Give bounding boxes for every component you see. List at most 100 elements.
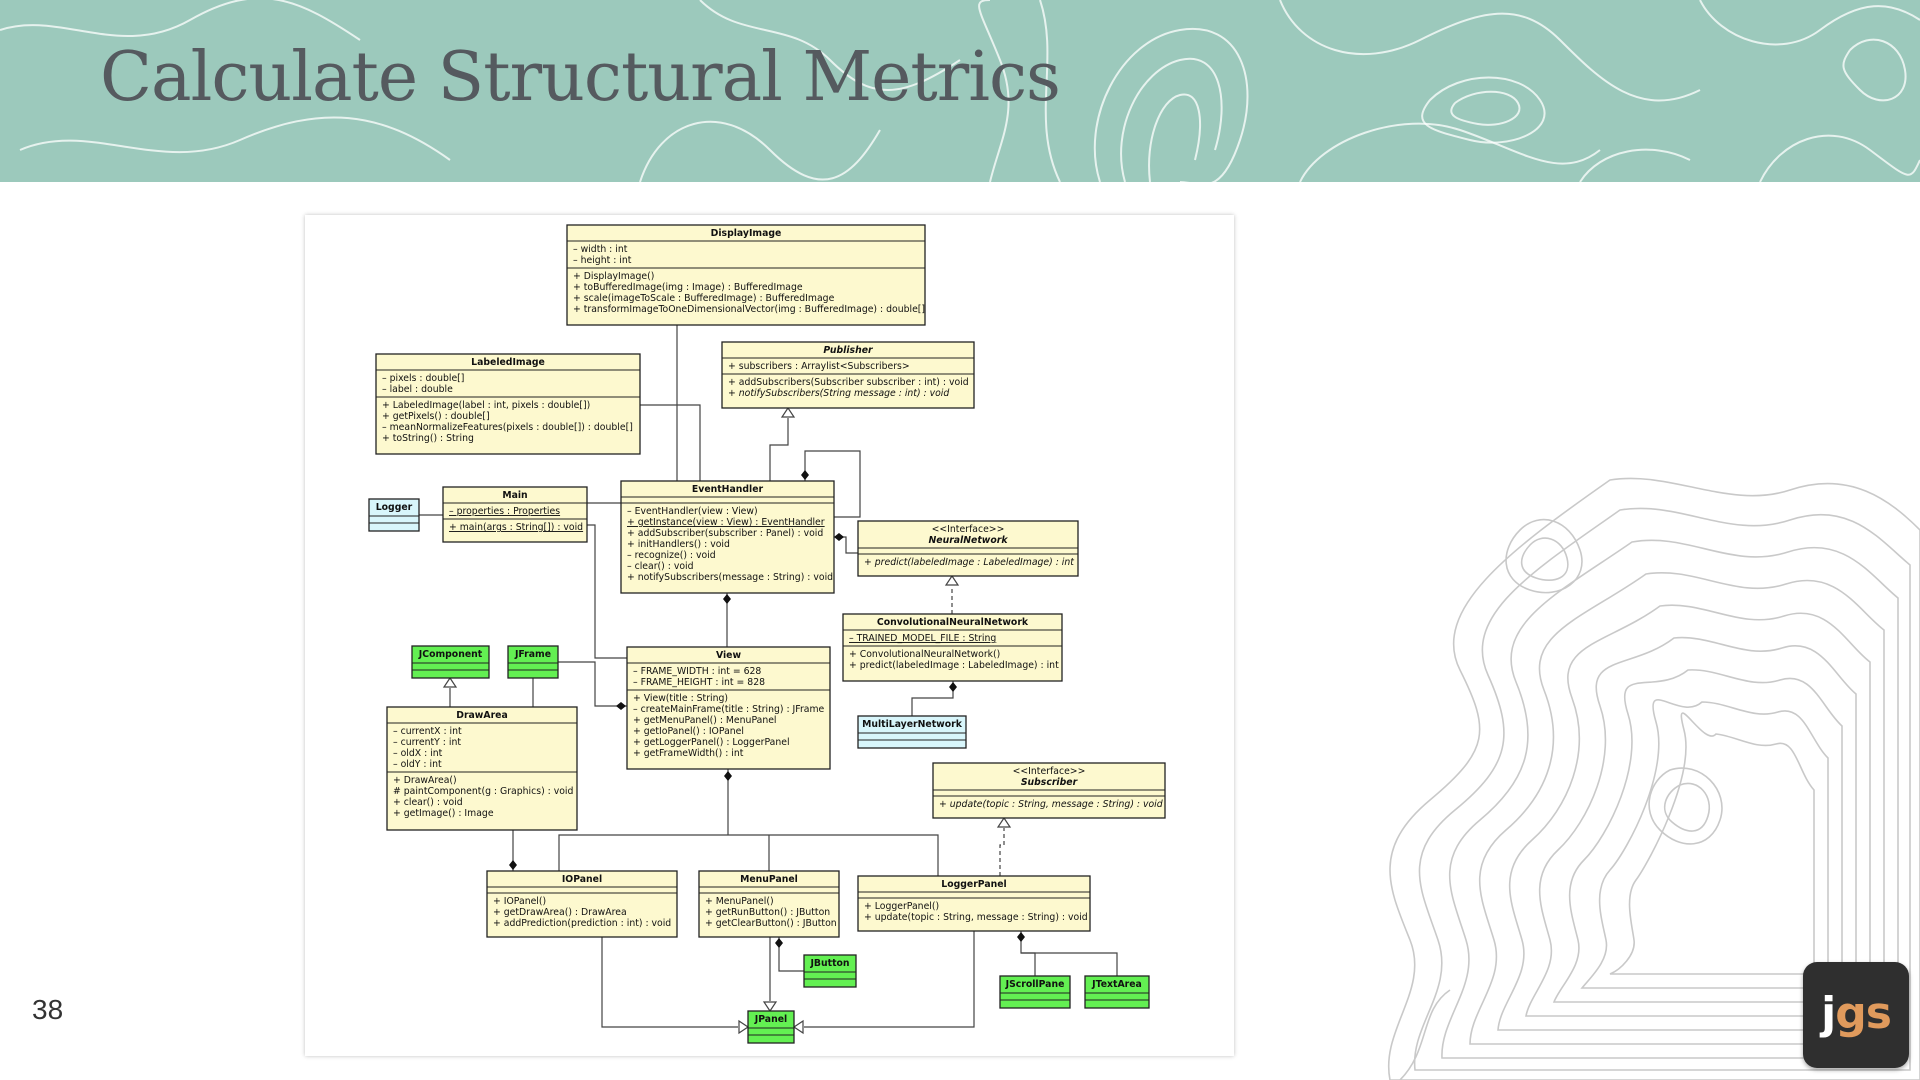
- class-box: [620, 480, 835, 594]
- class-neural-network: <<Interface>>NeuralNetwork+ predict(labe…: [857, 520, 1079, 577]
- class-method: + getMenuPanel() : MenuPanel: [633, 715, 777, 726]
- class-name: JTextArea: [1091, 979, 1142, 990]
- view-composition-diamond: [723, 594, 731, 604]
- class-subscriber: <<Interface>>Subscriber + update(topic : …: [932, 762, 1166, 819]
- class-box: [368, 498, 420, 532]
- class-method: + getPixels() : double[]: [382, 411, 490, 422]
- uml-diagram-canvas: DisplayImage– width : int– height : int+…: [368, 224, 1166, 1044]
- class-attribute: – currentY : int: [393, 737, 461, 748]
- class-name: JButton: [809, 958, 849, 969]
- uml-classes: DisplayImage– width : int– height : int+…: [368, 224, 1166, 1044]
- logger-panel-realizes-subscriber-line: [999, 828, 1005, 876]
- class-attribute: + subscribers : Arraylist<Subscribers>: [728, 361, 910, 372]
- class-method: # paintComponent(g : Graphics) : void: [393, 786, 574, 797]
- class-publisher: Publisher+ subscribers : Arraylist<Subsc…: [721, 341, 975, 409]
- class-jpanel: JPanel: [747, 1010, 795, 1044]
- class-method: + ConvolutionalNeuralNetwork(): [849, 649, 1000, 660]
- slide-title: Calculate Structural Metrics: [100, 38, 1061, 117]
- class-name: DisplayImage: [711, 228, 782, 239]
- class-method: + update(topic : String, message : Strin…: [939, 799, 1163, 810]
- view-to-panels-line: [558, 834, 939, 876]
- jpanel-generalization-arrow-logger: [792, 1019, 804, 1035]
- class-jbutton: JButton: [803, 954, 857, 988]
- logo-letter-j: j: [1821, 988, 1836, 1039]
- panels-composition-diamond: [724, 771, 732, 781]
- class-method: + getImage() : Image: [393, 808, 494, 819]
- class-name: JPanel: [754, 1014, 787, 1025]
- event-handler-to-publisher-line: [769, 418, 789, 481]
- class-method: + getDrawArea() : DrawArea: [493, 907, 627, 918]
- class-name: Subscriber: [1021, 777, 1079, 788]
- class-attribute: – FRAME_WIDTH : int = 628: [633, 666, 761, 677]
- class-name: Logger: [376, 502, 413, 513]
- class-convolutional-neural-network: ConvolutionalNeuralNetwork– TRAINED_MODE…: [842, 613, 1063, 682]
- class-method: + toString() : String: [382, 433, 474, 444]
- class-multi-layer-network: MultiLayerNetwork: [857, 715, 967, 749]
- class-box: [486, 870, 678, 938]
- page-number: 38: [32, 994, 64, 1025]
- class-method: + predict(labeledImage : LabeledImage) :…: [849, 660, 1059, 671]
- class-name: DrawArea: [456, 710, 508, 721]
- neural-network-composition-diamond: [834, 533, 844, 541]
- class-box: [698, 870, 840, 938]
- menu-panel-to-jbutton-line: [778, 937, 804, 972]
- logger-panel-to-jpanel-line: [804, 931, 975, 1028]
- class-method: – clear() : void: [627, 561, 694, 572]
- io-panel-to-jpanel-line: [601, 937, 738, 1028]
- topographic-pattern: [0, 0, 1920, 182]
- class-method: – meanNormalizeFeatures(pixels : double[…: [382, 422, 633, 433]
- class-method: + LoggerPanel(): [864, 901, 939, 912]
- class-method: – EventHandler(view : View): [627, 506, 758, 517]
- class-attribute: – oldX : int: [393, 748, 443, 759]
- class-method: + getLoggerPanel() : LoggerPanel: [633, 737, 790, 748]
- class-name: ConvolutionalNeuralNetwork: [877, 617, 1029, 628]
- class-method: + DisplayImage(): [573, 271, 654, 282]
- logo-text: jgs: [1803, 988, 1909, 1039]
- jpanel-generalization-arrow-menu: [762, 1001, 778, 1013]
- class-attribute: – properties : Properties: [449, 506, 560, 517]
- class-method: + scale(imageToScale : BufferedImage) : …: [573, 293, 835, 304]
- subscriber-realization-arrow: [996, 816, 1012, 828]
- multilayer-network-composition-diamond: [949, 682, 957, 692]
- class-method: + MenuPanel(): [705, 896, 774, 907]
- class-name: MultiLayerNetwork: [862, 719, 963, 730]
- class-method: + clear() : void: [393, 797, 463, 808]
- labeled-image-to-event-handler-line: [640, 404, 701, 481]
- class-name: View: [716, 650, 742, 661]
- class-box: [386, 706, 578, 831]
- jgs-logo: jgs: [1803, 962, 1909, 1068]
- class-attribute: – currentX : int: [393, 726, 462, 737]
- class-method: + predict(labeledImage : LabeledImage) :…: [864, 557, 1074, 568]
- class-attribute: – height : int: [573, 255, 632, 266]
- class-jframe: JFrame: [507, 645, 559, 679]
- class-method: + addSubscriber(subscriber : Panel) : vo…: [627, 528, 823, 539]
- class-stereotype: <<Interface>>: [932, 524, 1005, 535]
- title-banner: Calculate Structural Metrics: [0, 0, 1920, 182]
- class-labeled-image: LabeledImage– pixels : double[]– label :…: [375, 353, 641, 455]
- class-name: LabeledImage: [471, 357, 545, 368]
- class-method: + getRunButton() : JButton: [705, 907, 830, 918]
- view-to-jframe-line: [558, 661, 627, 707]
- class-stereotype: <<Interface>>: [1013, 766, 1086, 777]
- jframe-composition-diamond: [616, 702, 626, 710]
- class-name: IOPanel: [562, 874, 602, 885]
- neural-network-realization-arrow: [944, 574, 960, 586]
- event-handler-self-association-line: [804, 450, 861, 518]
- class-method: + notifySubscribers(message : String) : …: [627, 572, 833, 583]
- class-box: [857, 875, 1091, 932]
- class-name: JFrame: [514, 649, 551, 660]
- class-box: [803, 954, 857, 988]
- class-box: [857, 715, 967, 749]
- class-box: [626, 646, 831, 770]
- logger-panel-to-jtextarea-line: [1021, 952, 1118, 976]
- class-box: [1084, 975, 1150, 1009]
- class-attribute: – label : double: [382, 384, 453, 395]
- class-method: + getFrameWidth() : int: [633, 748, 744, 759]
- class-method: + transformImageToOneDimensionalVector(i…: [573, 304, 925, 315]
- class-name: JScrollPane: [1005, 979, 1065, 990]
- class-method: + View(title : String): [633, 693, 728, 704]
- scroll-text-composition-diamond: [1017, 932, 1025, 942]
- class-name: EventHandler: [692, 484, 764, 495]
- class-box: [375, 353, 641, 455]
- main-to-view-line: [587, 524, 627, 659]
